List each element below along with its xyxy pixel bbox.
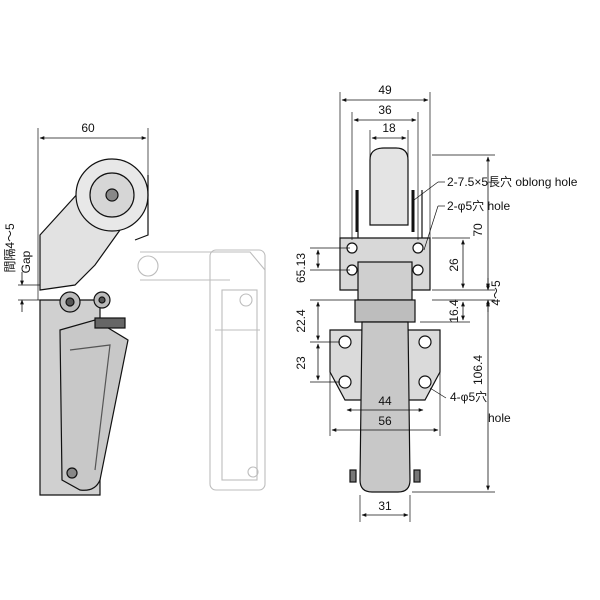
gap-label-en: Gap: [19, 250, 33, 273]
ghost-open-position: [137, 249, 266, 491]
dim-49: 49: [378, 83, 392, 97]
side-view: [18, 128, 266, 496]
dim-56: 56: [378, 414, 392, 428]
roller-pin: [105, 188, 119, 202]
dim-106-4: 106.4: [471, 355, 485, 385]
dim-26: 26: [447, 258, 461, 272]
note-2-hole: 2-φ5穴 hole: [447, 198, 510, 213]
gap-label-jp: 間隔4～5: [3, 223, 17, 273]
handle-body: [59, 319, 129, 491]
dim-16-4: 16.4: [447, 299, 461, 323]
front-handle: [359, 321, 411, 493]
front-hook: [369, 147, 409, 226]
dim-65-13: 65.13: [294, 253, 308, 283]
dim-36: 36: [378, 103, 392, 117]
front-view: [310, 92, 495, 522]
dim-70: 70: [471, 223, 485, 237]
dim-31: 31: [378, 499, 392, 513]
dim-4-5: 4～5: [489, 280, 503, 306]
dim-22-4: 22.4: [294, 309, 308, 333]
dim-23: 23: [294, 356, 308, 370]
middle-joint: [354, 299, 416, 323]
handle-pin: [66, 467, 78, 479]
side-width-dim: 60: [81, 121, 95, 135]
note-oblong-hole: 2-7.5×5長穴 oblong hole: [447, 174, 578, 189]
note-4-hole: 4-φ5穴: [450, 389, 487, 404]
dim-18: 18: [382, 121, 396, 135]
note-4-hole-en: hole: [488, 411, 511, 425]
dim-44: 44: [378, 394, 392, 408]
